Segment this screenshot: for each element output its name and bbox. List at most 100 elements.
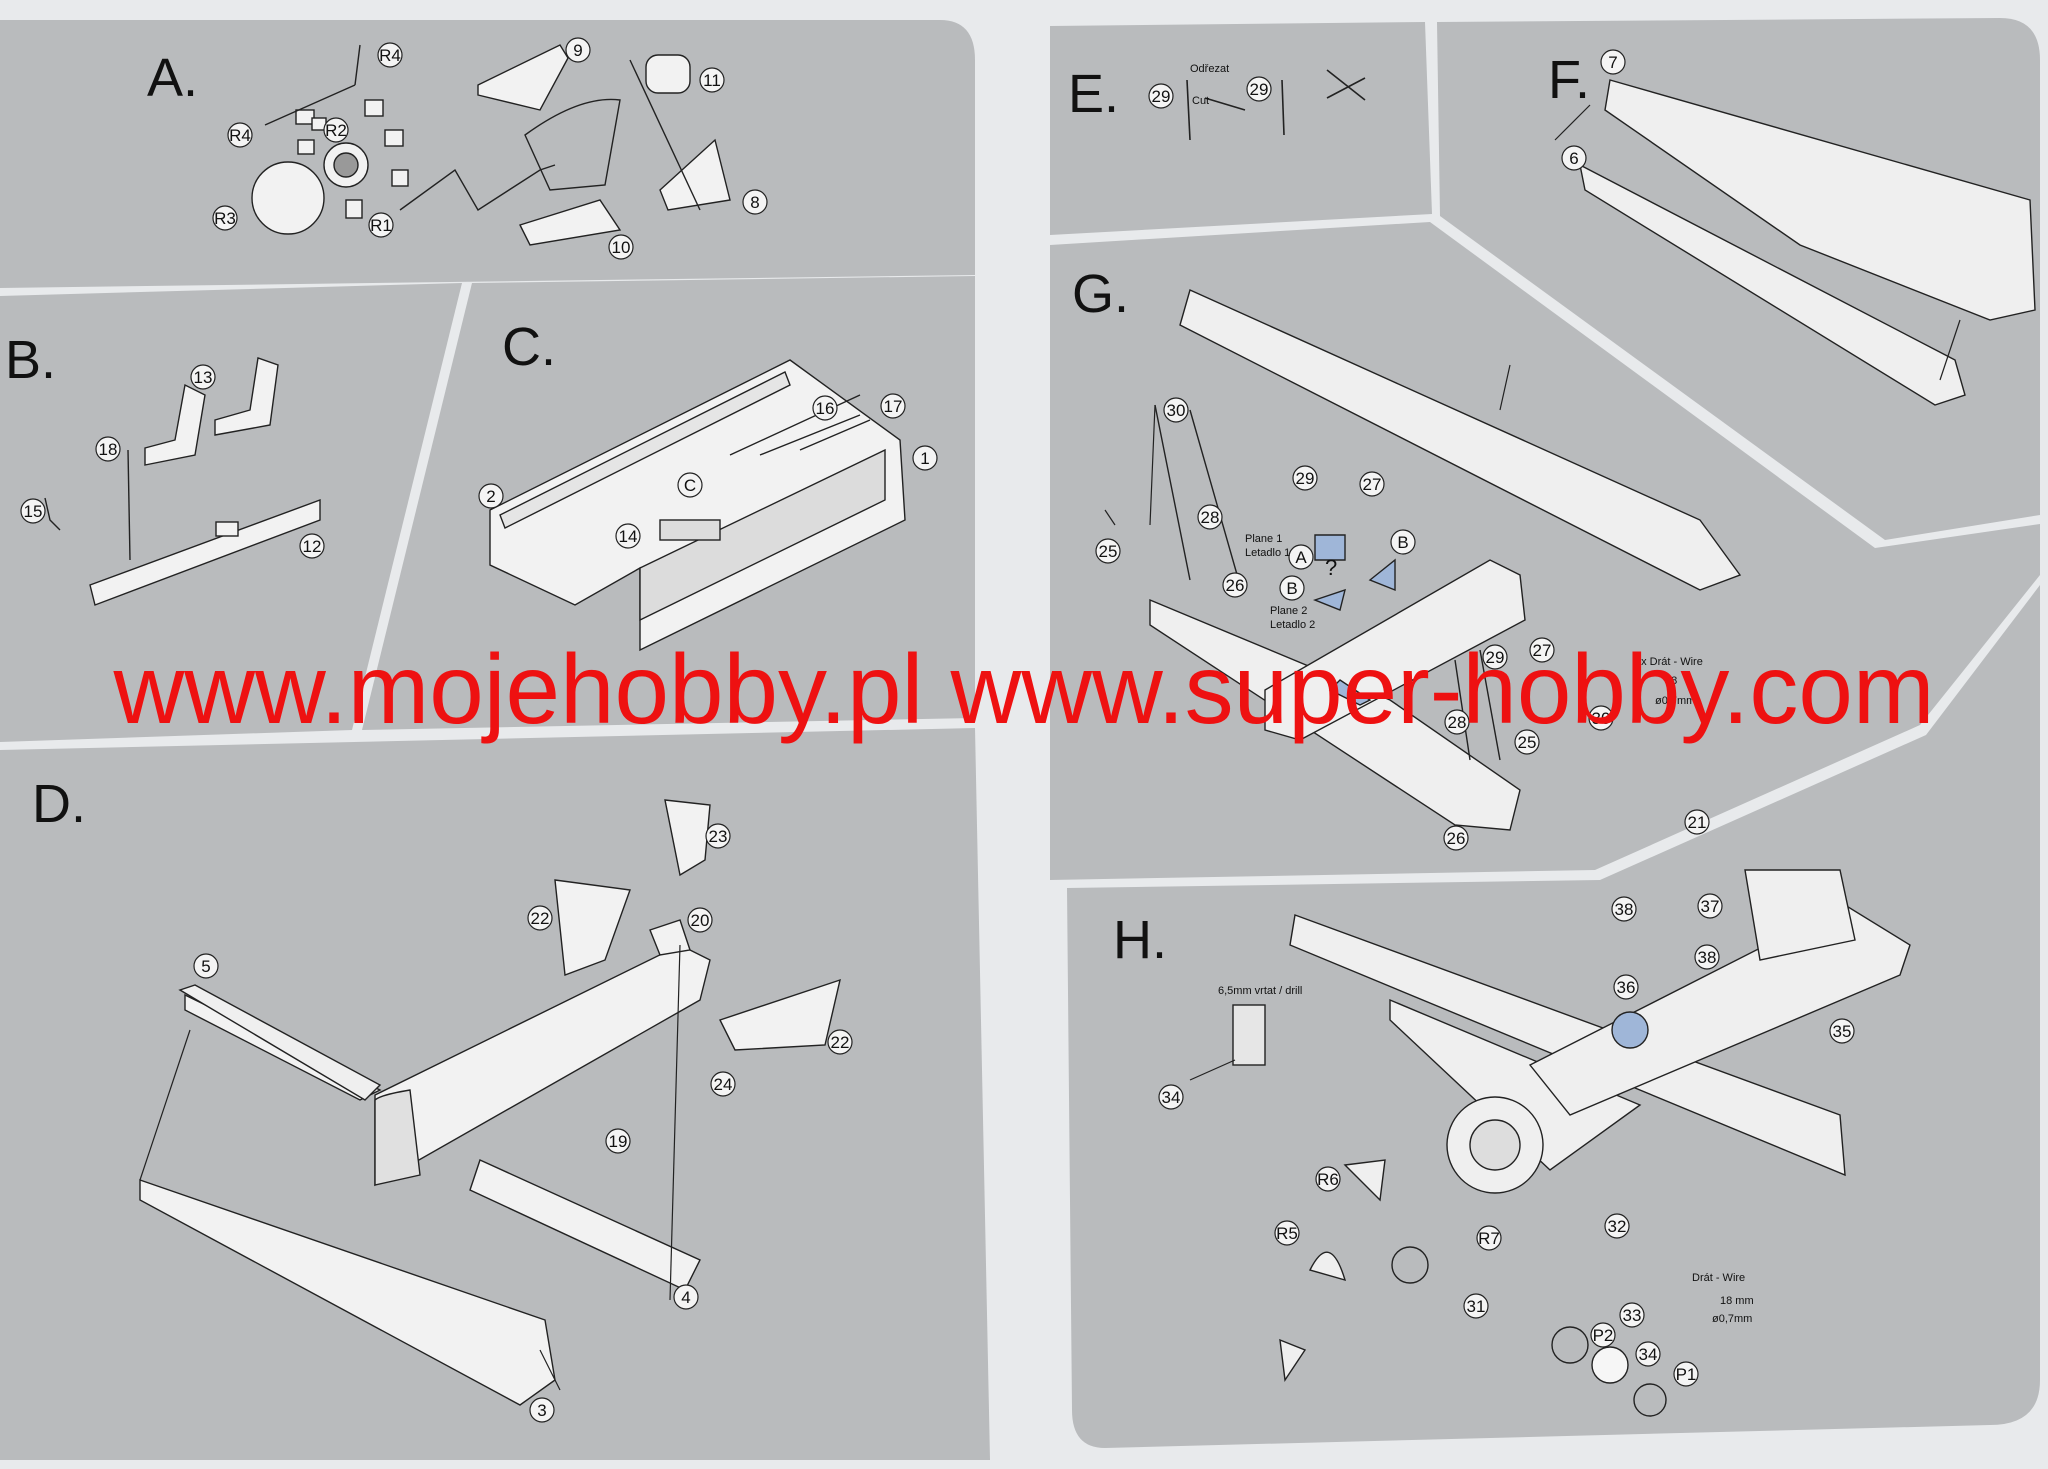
upper-wing-drawing — [1579, 79, 2036, 406]
callout-number: R7 — [1478, 1229, 1500, 1248]
callout-number: 27 — [1533, 641, 1552, 660]
callout-number: R1 — [370, 216, 392, 235]
note-drill: 6,5mm vrtat / drill — [1218, 985, 1302, 997]
callout-bubble — [1315, 1166, 1341, 1192]
callout-number: 20 — [691, 911, 710, 930]
cowling-parts-drawing — [399, 44, 731, 246]
callout-number: P2 — [1593, 1326, 1614, 1345]
callout-number: 22 — [531, 909, 550, 928]
callout-bubble — [1444, 709, 1470, 735]
callout-bubble — [1635, 1341, 1661, 1367]
callout-number: R2 — [325, 121, 347, 140]
callout-bubble — [227, 122, 253, 148]
callout-bubble — [1158, 1084, 1184, 1110]
seats-floor-drawing — [44, 357, 321, 606]
callout-number: 37 — [1701, 897, 1720, 916]
callout-bubble — [912, 445, 938, 471]
callout-bubble — [1246, 76, 1272, 102]
callout-number: 8 — [750, 193, 759, 212]
fuselage-wings-drawing — [139, 799, 841, 1406]
watermark: www.mojehobby.pl www.super-hobby.com — [113, 634, 1935, 744]
callout-bubble — [368, 212, 394, 238]
step-label-b: B. — [5, 330, 56, 390]
fuselage-interior-drawing — [489, 359, 906, 652]
note-letadlo1: Letadlo 1 — [1245, 547, 1290, 559]
callout-number: 14 — [619, 527, 638, 546]
callout-number: 34 — [1639, 1345, 1658, 1364]
callout-number: 28 — [1448, 713, 1467, 732]
step-label-e: E. — [1068, 64, 1119, 124]
note-g-wire: 2x Drát - Wire — [1635, 656, 1703, 668]
callout-number: 19 — [609, 1132, 628, 1151]
callout-bubble — [605, 1128, 631, 1154]
callout-number: 38 — [1698, 948, 1717, 967]
callout-bubble — [812, 395, 838, 421]
callout-number: 13 — [194, 368, 213, 387]
engine-assembly-drawing — [251, 44, 409, 235]
callout-number: 36 — [1617, 978, 1636, 997]
callout-number: 38 — [1615, 900, 1634, 919]
callout-number: R4 — [229, 126, 251, 145]
callout-number: 31 — [1467, 1297, 1486, 1316]
callout-number: 9 — [573, 41, 582, 60]
callout-bubble — [880, 393, 906, 419]
callout-number: 30 — [1167, 401, 1186, 420]
callout-number: 26 — [1447, 829, 1466, 848]
callout-bubble — [1443, 825, 1469, 851]
note-letadlo2: Letadlo 2 — [1270, 619, 1315, 631]
callout-bubble — [687, 907, 713, 933]
callout-bubble — [1292, 465, 1318, 491]
callout-bubble — [212, 205, 238, 231]
callout-bubble — [608, 234, 634, 260]
callout-bubble — [190, 364, 216, 390]
callout-bubble — [1619, 1302, 1645, 1328]
callout-number: 35 — [1833, 1022, 1852, 1041]
callout-number: A — [1295, 548, 1307, 567]
callout-number: R6 — [1317, 1170, 1339, 1189]
callout-number: 25 — [1099, 542, 1118, 561]
callout-number: 29 — [1152, 87, 1171, 106]
callout-bubble — [527, 905, 553, 931]
callout-bubble — [699, 67, 725, 93]
callout-number: 17 — [884, 397, 903, 416]
step-label-c: C. — [502, 317, 556, 377]
callout-bubble — [1529, 637, 1555, 663]
note-question: ? — [1325, 555, 1337, 580]
callout-bubble — [710, 1071, 736, 1097]
callout-bubble — [1604, 1213, 1630, 1239]
note-g-18: 18 — [1665, 675, 1677, 687]
callout-bubble — [1288, 544, 1314, 570]
callout-number: 27 — [1363, 475, 1382, 494]
callout-bubble — [377, 42, 403, 68]
callout-bubble — [1482, 644, 1508, 670]
note-cut: Cut — [1192, 95, 1209, 107]
callout-bubble — [20, 498, 46, 524]
callout-number: 6 — [1569, 149, 1578, 168]
callout-bubble — [1673, 1361, 1699, 1387]
note-odrezat: Odřezat — [1190, 63, 1229, 75]
callout-bubble — [1390, 529, 1416, 555]
callout-number: C — [684, 476, 696, 495]
step-label-d: D. — [32, 774, 86, 834]
callout-number: 33 — [1623, 1306, 1642, 1325]
callout-number: 28 — [1201, 508, 1220, 527]
callout-bubble — [1463, 1293, 1489, 1319]
note-plane2: Plane 2 — [1270, 605, 1307, 617]
callout-bubble — [1514, 729, 1540, 755]
leader-lines — [139, 104, 1961, 1391]
callout-number: 4 — [681, 1288, 690, 1307]
step-label-a: A. — [147, 48, 198, 108]
callout-number: B — [1286, 579, 1297, 598]
panel-a — [0, 20, 975, 288]
callout-bubble — [1684, 809, 1710, 835]
callout-number: 22 — [831, 1033, 850, 1052]
callout-number: 30 — [1592, 709, 1611, 728]
callout-number: R3 — [214, 209, 236, 228]
callout-number: 29 — [1486, 648, 1505, 667]
callout-number: 2 — [486, 487, 495, 506]
panel-e — [1050, 22, 1432, 235]
callout-number: 7 — [1608, 53, 1617, 72]
callout-bubble — [1476, 1225, 1502, 1251]
callout-bubble — [1095, 538, 1121, 564]
